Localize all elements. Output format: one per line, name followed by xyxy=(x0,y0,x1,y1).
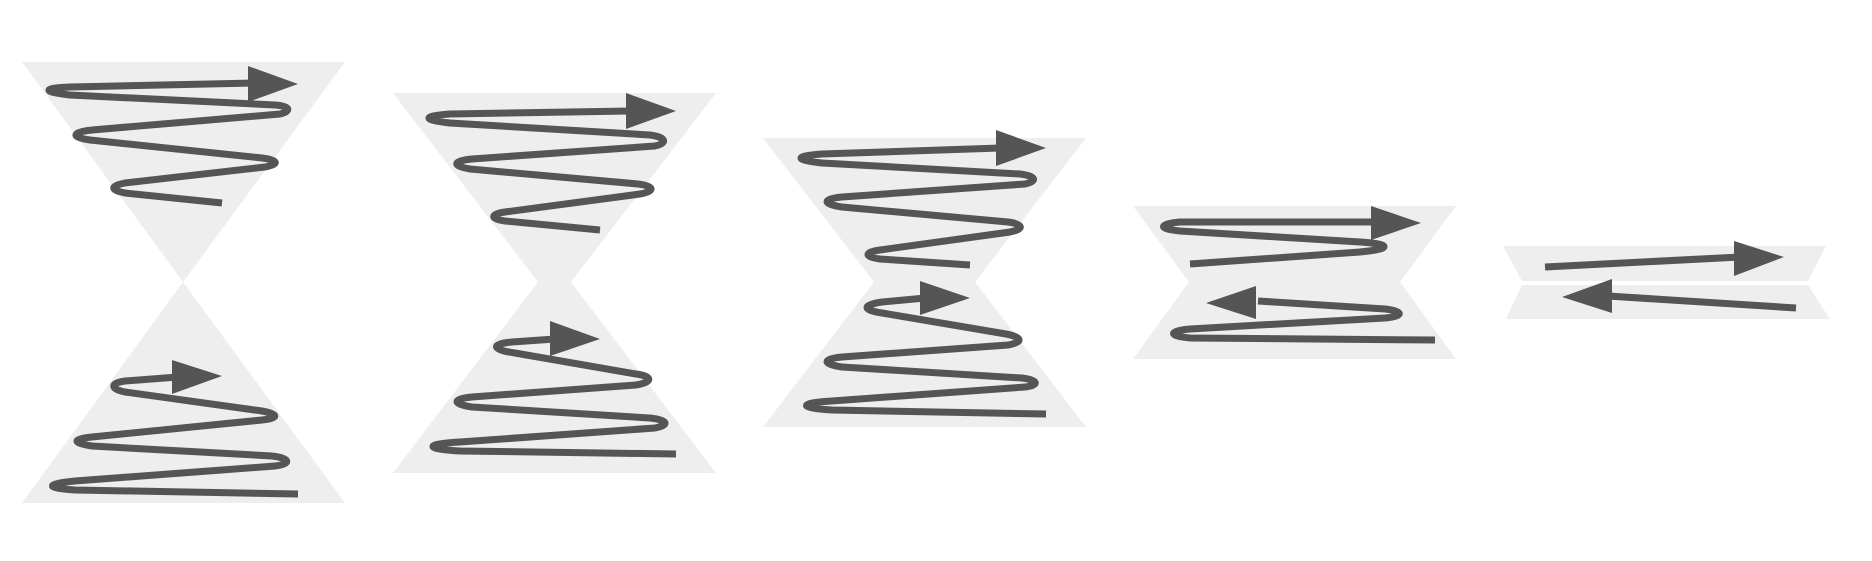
stage-4-bottom-spring xyxy=(1170,297,1436,344)
stage-3 xyxy=(763,130,1086,427)
stage-3-bottom-spring xyxy=(803,294,1047,418)
stage-5-top-arrowhead xyxy=(1734,241,1784,276)
stage-3-top-arrowhead xyxy=(996,130,1046,166)
stage-2-top-shape xyxy=(393,93,716,282)
stage-4 xyxy=(1133,206,1456,359)
stage-5 xyxy=(1503,241,1830,319)
stage-4-top-spring xyxy=(1160,218,1388,268)
stage-1-bottom-arrowhead xyxy=(172,360,222,394)
stage-1-top-arrowhead xyxy=(248,66,298,102)
stage-2-bottom-spring xyxy=(429,335,677,458)
stage-2-bottom-shape xyxy=(393,282,716,473)
stages xyxy=(22,62,1830,503)
stage-2-top-arrowhead xyxy=(626,93,676,129)
stage-5-top-spring xyxy=(1544,253,1741,271)
stage-4-top-shape xyxy=(1133,206,1456,282)
stage-4-bottom-arrowhead xyxy=(1206,286,1256,319)
stage-1-bottom-spring xyxy=(49,373,299,498)
stage-2 xyxy=(393,93,716,473)
stage-3-top-spring xyxy=(797,144,1037,269)
stage-3-bottom-arrowhead xyxy=(920,281,970,315)
stage-4-top-arrowhead xyxy=(1371,206,1421,240)
stage-2-bottom-arrowhead xyxy=(550,321,600,356)
stage-5-bottom-arrowhead xyxy=(1562,279,1612,313)
stage-1 xyxy=(22,62,345,503)
stage-5-bottom-spring xyxy=(1607,292,1797,312)
stage-1-top-spring xyxy=(45,79,292,207)
stage-2-top-spring xyxy=(425,107,667,234)
